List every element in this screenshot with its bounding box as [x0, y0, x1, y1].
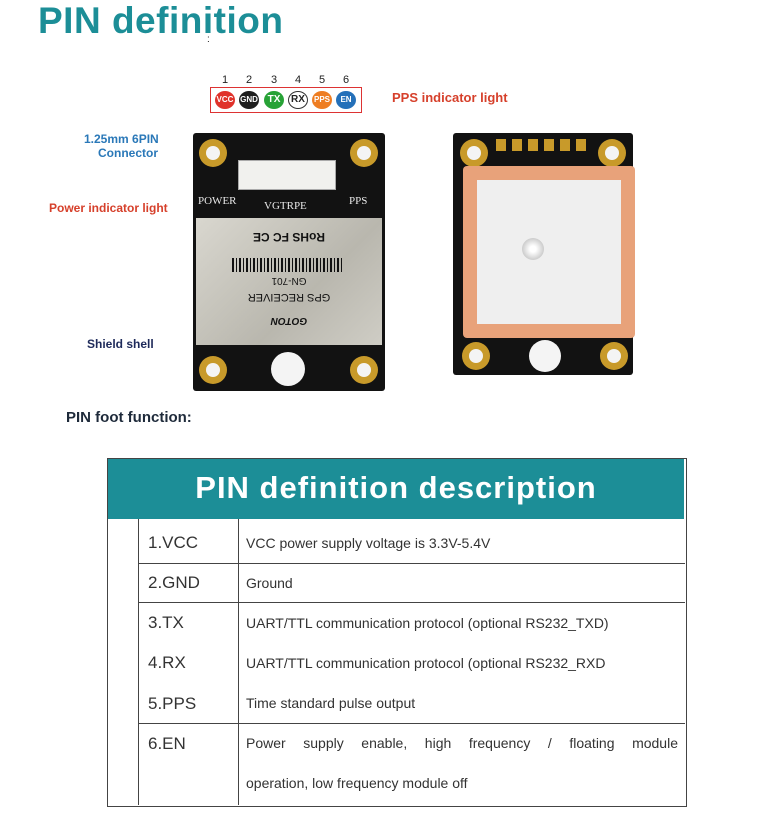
shield-marks: RoHS FC CE [253, 230, 325, 244]
antenna-pin-pads [496, 139, 590, 151]
shield-can [196, 218, 382, 345]
silk-power: POWER [198, 195, 237, 207]
antenna-hole-top-left [460, 139, 488, 167]
desc-cell-en-line1: Power supply enable, high frequency / fl… [246, 735, 678, 751]
silk-pps: PPS [349, 195, 368, 207]
shield-product: GPS RECEIVER [247, 291, 331, 303]
pin-chip-pps: PPS [312, 91, 332, 109]
table-title: PIN definition description [195, 470, 597, 505]
pin-number-1: 1 [221, 74, 229, 86]
row-divider-3 [138, 723, 685, 724]
desc-cell-gnd: Ground [246, 575, 293, 591]
power-indicator-label: Power indicator light [49, 201, 168, 215]
center-hole [271, 352, 305, 386]
pin-number-4: 4 [294, 74, 302, 86]
pin-chip-tx: TX [264, 91, 284, 109]
connector-label-line1: 1.25mm 6PIN [84, 132, 159, 146]
pin-cell-rx: 4.RX [148, 653, 186, 672]
table-header [108, 459, 684, 519]
pin-cell-pps: 5.PPS [148, 694, 197, 713]
pin-chip-gnd: GND [239, 91, 259, 109]
mount-hole-top-right [350, 139, 378, 167]
pin-cell-en: 6.EN [148, 734, 186, 753]
pin-number-5: 5 [318, 74, 326, 86]
pin-connector [238, 160, 336, 190]
shield-shell-label: Shield shell [87, 337, 154, 351]
barcode [232, 258, 344, 272]
silk-vgtrpe: VGTRPE [264, 200, 307, 212]
pin-definition-table [107, 458, 687, 807]
antenna-hole-top-right [598, 139, 626, 167]
pin-number-6: 6 [342, 74, 350, 86]
pin-chip-vcc: VCC [215, 91, 235, 109]
desc-cell-pps: Time standard pulse output [246, 695, 416, 711]
pin-number-2: 2 [245, 74, 253, 86]
antenna-hole-bottom-right [600, 342, 628, 370]
desc-cell-tx: UART/TTL communication protocol (optiona… [246, 615, 609, 631]
desc-cell-en-line2: operation, low frequency module off [246, 775, 468, 791]
pin-chip-en: EN [336, 91, 356, 109]
table-divider-left [138, 519, 139, 805]
connector-label-line2: Connector [98, 146, 158, 160]
colon-mark: : [207, 34, 210, 45]
mount-hole-top-left [199, 139, 227, 167]
pin-number-3: 3 [270, 74, 278, 86]
desc-cell-vcc: VCC power supply voltage is 3.3V-5.4V [246, 535, 491, 551]
table-divider-middle [238, 519, 239, 805]
mount-hole-bottom-right [350, 356, 378, 384]
row-divider-2 [138, 602, 685, 603]
page-title: PIN definition [38, 0, 284, 41]
pin-foot-heading: PIN foot function: [66, 409, 192, 426]
pin-chip-rx: RX [288, 91, 308, 109]
shield-brand: GOTON [270, 315, 308, 326]
mount-hole-bottom-left [199, 356, 227, 384]
row-divider-1 [138, 563, 685, 564]
pin-cell-tx: 3.TX [148, 613, 184, 632]
pps-indicator-label: PPS indicator light [392, 90, 508, 105]
pin-cell-vcc: 1.VCC [148, 533, 199, 552]
pin-cell-gnd: 2.GND [148, 573, 200, 592]
antenna-silver-patch [477, 180, 621, 324]
antenna-feed-point [522, 238, 544, 260]
antenna-hole-bottom-left [462, 342, 490, 370]
antenna-center-hole [529, 340, 561, 372]
desc-cell-rx: UART/TTL communication protocol (optiona… [246, 655, 606, 671]
shield-model: GN-701 [271, 275, 307, 286]
